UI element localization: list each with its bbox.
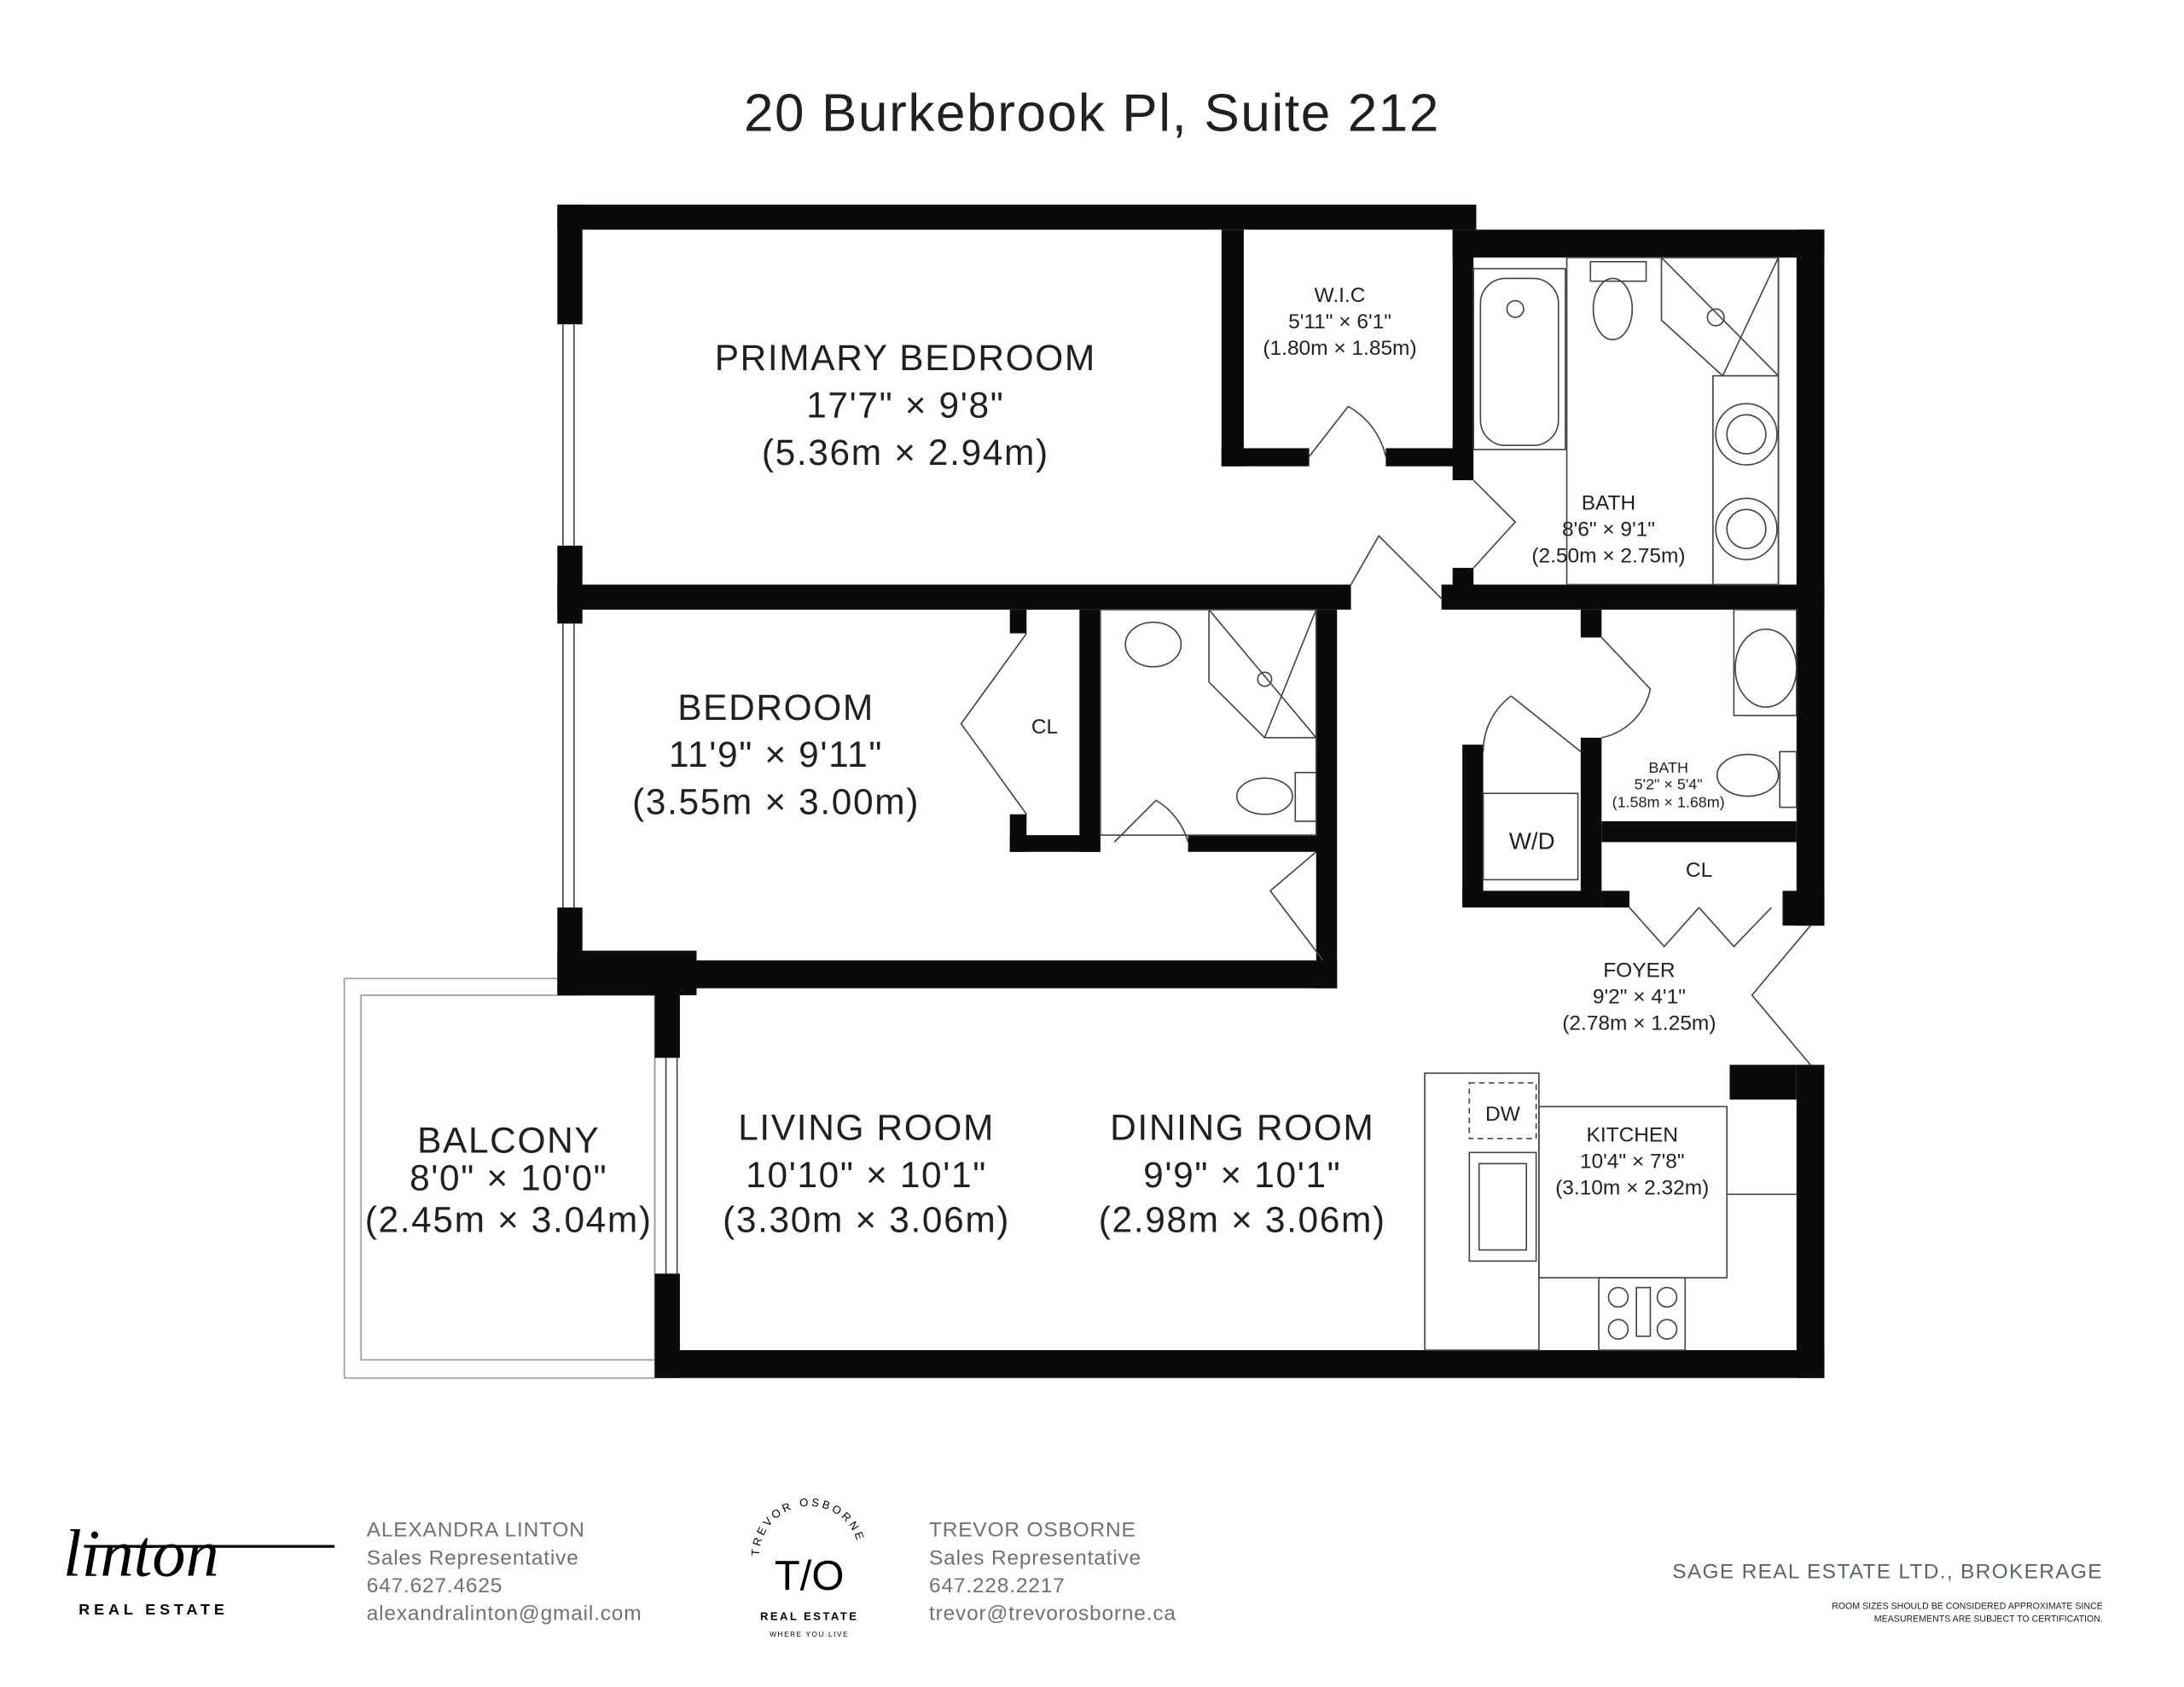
- disclaimer-line-1: ROOM SIZES SHOULD BE CONSIDERED APPROXIM…: [1832, 1602, 2103, 1612]
- room-metric: (1.80m × 1.85m): [1263, 337, 1416, 360]
- room-dining: DINING ROOM 9'9" × 10'1" (2.98m × 3.06m): [1099, 1108, 1386, 1240]
- foyer-closet-label: CL: [1686, 859, 1712, 882]
- logo-sub: REAL ESTATE: [760, 1610, 858, 1623]
- agent-trevor: TREVOR OSBORNE Sales Representative 647.…: [929, 1519, 1176, 1626]
- agent-role: Sales Representative: [367, 1546, 579, 1569]
- room-bath-small: BATH 5'2" × 5'4" (1.58m × 1.68m): [1612, 759, 1725, 811]
- bedroom-closet-label: CL: [1031, 716, 1058, 739]
- room-bath-main: BATH 8'6" × 9'1" (2.50m × 2.75m): [1531, 491, 1685, 567]
- room-foyer: FOYER 9'2" × 4'1" (2.78m × 1.25m): [1562, 959, 1716, 1035]
- room-imperial: 9'2" × 4'1": [1593, 986, 1686, 1009]
- agent-phone[interactable]: 647.627.4625: [367, 1574, 502, 1597]
- room-imperial: 8'0" × 10'0": [410, 1157, 607, 1197]
- room-imperial: 8'6" × 9'1": [1562, 518, 1655, 541]
- room-metric: (2.78m × 1.25m): [1562, 1012, 1716, 1035]
- balcony-outline: [343, 977, 656, 1379]
- room-name: KITCHEN: [1587, 1123, 1678, 1146]
- room-imperial: 5'11" × 6'1": [1288, 310, 1391, 333]
- room-living: LIVING ROOM 10'10" × 10'1" (3.30m × 3.06…: [723, 1108, 1010, 1240]
- room-metric: (3.10m × 2.32m): [1555, 1176, 1709, 1199]
- logo-arc-text: TREVOR OSBORNE: [749, 1496, 865, 1557]
- dishwasher-label: DW: [1485, 1103, 1521, 1126]
- logo-script: linton: [63, 1516, 219, 1590]
- svg-text:TREVOR OSBORNE: TREVOR OSBORNE: [749, 1496, 868, 1557]
- room-name: BATH: [1582, 491, 1635, 514]
- room-imperial: 17'7" × 9'8": [806, 386, 1004, 426]
- agent-name: TREVOR OSBORNE: [929, 1519, 1136, 1542]
- room-kitchen: KITCHEN 10'4" × 7'8" (3.10m × 2.32m): [1555, 1123, 1709, 1199]
- room-wic: W.I.C 5'11" × 6'1" (1.80m × 1.85m): [1263, 284, 1416, 360]
- agent-email[interactable]: alexandralinton@gmail.com: [367, 1603, 642, 1626]
- room-name: PRIMARY BEDROOM: [715, 338, 1096, 378]
- room-name: DINING ROOM: [1110, 1108, 1374, 1148]
- room-metric: (3.55m × 3.00m): [632, 782, 920, 822]
- room-metric: (1.58m × 1.68m): [1612, 794, 1725, 811]
- room-imperial: 10'10" × 10'1": [746, 1155, 987, 1195]
- room-imperial: 10'4" × 7'8": [1580, 1150, 1685, 1173]
- room-name: BALCONY: [417, 1120, 600, 1160]
- room-name: W.I.C: [1315, 284, 1366, 307]
- laundry-label: W/D: [1509, 828, 1555, 855]
- door-swings: [960, 405, 1811, 1066]
- walls: [557, 204, 1825, 1378]
- room-metric: (2.98m × 3.06m): [1099, 1199, 1386, 1239]
- room-metric: (2.50m × 2.75m): [1531, 544, 1685, 567]
- disclaimer-line-2: MEASUREMENTS ARE SUBJECT TO CERTIFICATIO…: [1874, 1614, 2103, 1624]
- room-imperial: 11'9" × 9'11": [669, 734, 883, 774]
- brokerage-name: SAGE REAL ESTATE LTD., BROKERAGE: [1672, 1561, 2103, 1584]
- logo-mark: T/O: [775, 1553, 845, 1599]
- room-name: BATH: [1648, 759, 1688, 776]
- room-primary-bedroom: PRIMARY BEDROOM 17'7" × 9'8" (5.36m × 2.…: [715, 338, 1096, 472]
- fixtures: [1099, 257, 1798, 1351]
- logo-tagline: WHERE YOU LIVE: [770, 1631, 849, 1638]
- page-title: 20 Burkebrook Pl, Suite 212: [744, 84, 1440, 142]
- room-name: BEDROOM: [677, 687, 874, 728]
- room-imperial: 5'2" × 5'4": [1635, 775, 1703, 792]
- room-balcony: BALCONY 8'0" × 10'0" (2.45m × 3.04m): [365, 1120, 653, 1239]
- room-bedroom: BEDROOM 11'9" × 9'11" (3.55m × 3.00m): [632, 687, 920, 822]
- agent-alexandra: ALEXANDRA LINTON Sales Representative 64…: [367, 1519, 642, 1626]
- room-imperial: 9'9" × 10'1": [1143, 1155, 1341, 1195]
- agent-role: Sales Representative: [929, 1546, 1141, 1569]
- logo-sub: REAL ESTATE: [78, 1601, 228, 1618]
- osborne-logo: TREVOR OSBORNE T/O REAL ESTATE WHERE YOU…: [749, 1496, 868, 1639]
- room-name: LIVING ROOM: [738, 1108, 995, 1148]
- room-metric: (5.36m × 2.94m): [762, 432, 1049, 472]
- linton-logo: linton REAL ESTATE: [63, 1516, 335, 1618]
- agent-name: ALEXANDRA LINTON: [367, 1519, 585, 1542]
- windows: [562, 324, 678, 1274]
- room-metric: (2.45m × 3.04m): [365, 1199, 653, 1239]
- room-metric: (3.30m × 3.06m): [723, 1199, 1010, 1239]
- agent-email[interactable]: trevor@trevorosborne.ca: [929, 1603, 1176, 1626]
- room-name: FOYER: [1603, 959, 1675, 983]
- agent-phone[interactable]: 647.228.2217: [929, 1574, 1065, 1597]
